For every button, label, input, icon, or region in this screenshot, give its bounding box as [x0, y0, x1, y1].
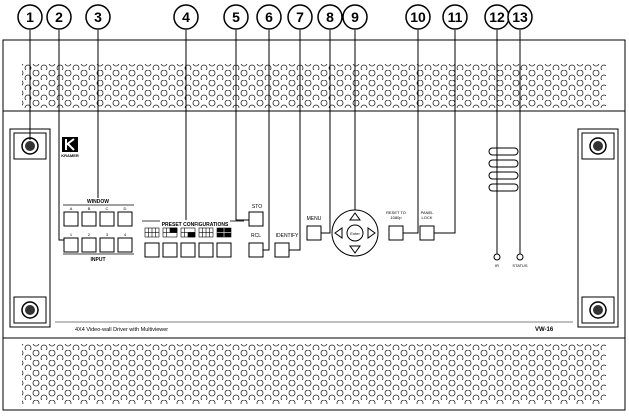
window-button-a[interactable]: [63, 211, 79, 227]
menu-button[interactable]: [306, 225, 322, 241]
input-button-1[interactable]: [63, 237, 79, 253]
model-name: VW-16: [535, 327, 554, 333]
preset-group-title: PRESET CONFIGURATIONS: [162, 222, 229, 228]
nav-enter-button[interactable]: [346, 224, 364, 242]
svg-text:11: 11: [448, 9, 463, 25]
reset-label-line1: RESET TO: [386, 210, 406, 215]
input-button-3[interactable]: [99, 237, 115, 253]
svg-text:10: 10: [410, 9, 426, 25]
nav-down-arrow-icon[interactable]: [349, 245, 361, 254]
svg-text:5: 5: [232, 9, 240, 25]
nav-right-arrow-icon[interactable]: [367, 227, 376, 239]
preset-button-5[interactable]: [216, 242, 232, 258]
left-rack-handle: [9, 128, 51, 328]
identify-label: IDENTIFY: [276, 233, 299, 239]
ir-led: [493, 253, 501, 261]
callout-6: 6: [256, 4, 282, 30]
window-btn-label-d: D: [124, 206, 127, 211]
window-button-c[interactable]: [99, 211, 115, 227]
input-btn-label-4: 4: [124, 232, 127, 237]
panel-lock-label-line1: PANEL: [421, 210, 435, 215]
callout-9: 9: [342, 4, 368, 30]
svg-text:2: 2: [55, 9, 63, 25]
panel-lock-button[interactable]: [419, 225, 435, 241]
window-group-title: WINDOW: [87, 199, 109, 205]
callout-13: 13: [507, 4, 533, 30]
panel-lock-label-line2: LOCK: [422, 215, 433, 220]
window-button-b[interactable]: [81, 211, 97, 227]
svg-text:13: 13: [512, 9, 528, 25]
callout-1: 1: [17, 4, 43, 30]
input-btn-label-2: 2: [88, 232, 91, 237]
side-vent-slots: [488, 147, 519, 192]
svg-text:3: 3: [94, 9, 102, 25]
svg-text:9: 9: [351, 9, 359, 25]
nav-up-arrow-icon[interactable]: [349, 212, 361, 221]
reset-to-1080p-button[interactable]: [388, 225, 404, 241]
menu-label: MENU: [307, 216, 322, 222]
right-rack-handle: [577, 128, 619, 328]
sto-label: STO: [252, 204, 262, 210]
input-group: 1 2 3 4 INPUT: [63, 232, 134, 263]
callout-10: 10: [405, 4, 431, 30]
svg-text:1: 1: [26, 9, 34, 25]
window-group: WINDOW A B C D: [63, 199, 134, 227]
callout-8: 8: [317, 4, 343, 30]
svg-text:6: 6: [265, 9, 273, 25]
bottom-vent-holes: [22, 344, 606, 404]
svg-text:7: 7: [296, 9, 304, 25]
navigation-pad: Enter: [331, 209, 379, 257]
input-btn-label-1: 1: [70, 232, 73, 237]
callout-4: 4: [173, 4, 199, 30]
kramer-logo: KRAMER: [61, 137, 79, 158]
preset-button-1[interactable]: [144, 242, 160, 258]
status-led: [516, 253, 524, 261]
rcl-button[interactable]: [248, 242, 264, 258]
reset-label-line2: 1080p: [390, 215, 402, 220]
product-description: 4X4 Video-wall Driver with Multiviewer: [75, 327, 168, 333]
input-btn-label-3: 3: [106, 232, 109, 237]
input-button-2[interactable]: [81, 237, 97, 253]
callout-12: 12: [484, 4, 510, 30]
nav-left-arrow-icon[interactable]: [334, 227, 343, 239]
window-btn-label-c: C: [106, 206, 109, 211]
callout-leader-lines: [29, 30, 521, 254]
top-vent-holes: [22, 64, 606, 108]
callout-11: 11: [442, 4, 468, 30]
preset-layout-icons: [144, 227, 232, 238]
svg-text:8: 8: [326, 9, 334, 25]
status-label: STATUS: [512, 263, 528, 268]
identify-button[interactable]: [274, 242, 290, 258]
svg-text:4: 4: [182, 9, 190, 25]
window-button-d[interactable]: [117, 211, 133, 227]
preset-button-2[interactable]: [162, 242, 178, 258]
callout-3: 3: [85, 4, 111, 30]
svg-text:12: 12: [489, 9, 505, 25]
input-group-title: INPUT: [91, 257, 106, 263]
callout-5: 5: [223, 4, 249, 30]
sto-button[interactable]: [248, 211, 264, 227]
window-btn-label-a: A: [70, 206, 73, 211]
ir-label: IR: [495, 263, 499, 268]
preset-button-4[interactable]: [198, 242, 214, 258]
preset-button-3[interactable]: [180, 242, 196, 258]
kramer-logo-text: KRAMER: [61, 153, 79, 158]
callout-2: 2: [46, 4, 72, 30]
nav-enter-label: Enter: [350, 231, 360, 236]
preset-configurations-group: PRESET CONFIGURATIONS: [142, 220, 244, 258]
callout-7: 7: [287, 4, 313, 30]
input-button-4[interactable]: [117, 237, 133, 253]
rcl-label: RCL: [251, 233, 261, 239]
window-btn-label-b: B: [88, 206, 91, 211]
